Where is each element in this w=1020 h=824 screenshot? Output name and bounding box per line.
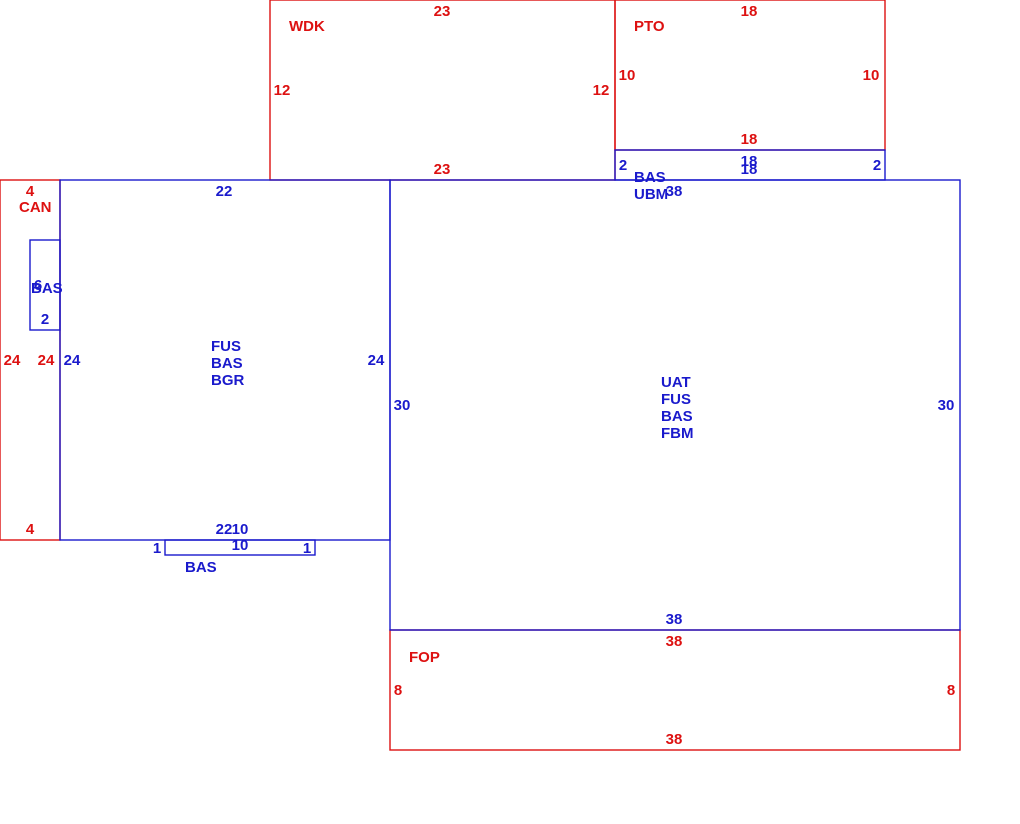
area-bas-bottom-dimension-label: 10 — [232, 521, 249, 538]
area-fbm-dimension-label: 38 — [666, 611, 683, 628]
area-wdk-dimension-label: 23 — [434, 161, 451, 178]
area-bas-small-code-label: BAS — [31, 280, 63, 297]
area-can-dimension-label: 4 — [26, 183, 35, 200]
area-bas-small-dimension-label: 6 — [34, 277, 42, 294]
area-can-dimension-label: 24 — [38, 352, 55, 369]
area-fop-dimension-label: 38 — [666, 731, 683, 748]
area-ubm-strip-dimension-label: 2 — [619, 157, 627, 174]
area-can-dimension-label: 24 — [4, 352, 21, 369]
area-bgr-code-label: BGR — [211, 372, 245, 389]
area-fop-dimension-label: 8 — [394, 682, 402, 699]
area-fbm-dimension-label: 30 — [938, 397, 955, 414]
area-wdk-dimension-label: 23 — [434, 3, 451, 20]
area-bgr-code-label: FUS — [211, 338, 241, 355]
area-bgr-dimension-label: 22 — [216, 183, 233, 200]
area-ubm-strip-dimension-label: 18 — [741, 153, 758, 170]
area-bas-bottom-outline — [164, 539, 316, 556]
area-bas-bottom-dimension-label: 10 — [232, 537, 249, 554]
area-wdk-code-label: WDK — [289, 18, 325, 35]
area-pto-dimension-label: 18 — [741, 131, 758, 148]
area-pto-dimension-label: 10 — [619, 67, 636, 84]
area-ubm-strip-dimension-label: 18 — [741, 161, 758, 178]
area-can-code-label: CAN — [19, 199, 52, 216]
area-bas-bottom-code-label: BAS — [185, 559, 217, 576]
area-bgr-dimension-label: 22 — [216, 521, 233, 538]
area-bas-bottom-dimension-label: 1 — [153, 540, 161, 557]
area-bgr-dimension-label: 24 — [368, 352, 385, 369]
area-wdk-dimension-label: 12 — [593, 82, 610, 99]
area-wdk-dimension-label: 12 — [274, 82, 291, 99]
area-bgr-dimension-label: 24 — [64, 352, 81, 369]
area-can-dimension-label: 4 — [26, 521, 35, 538]
area-bas-small-dimension-label: 2 — [41, 311, 49, 328]
area-fbm-code-label: UAT — [661, 374, 691, 391]
area-ubm-strip-dimension-label: 2 — [873, 157, 881, 174]
area-fop-dimension-label: 8 — [947, 682, 955, 699]
area-pto-dimension-label: 18 — [741, 3, 758, 20]
area-fbm-code-label: FUS — [661, 391, 691, 408]
area-pto-code-label: PTO — [634, 18, 665, 35]
area-fbm-code-label: BAS — [661, 408, 693, 425]
area-ubm-strip-dimension-label: 38 — [666, 183, 683, 200]
area-bas-bottom-dimension-label: 1 — [303, 540, 311, 557]
area-fop-code-label: FOP — [409, 649, 440, 666]
area-ubm-strip-code-label: UBM — [634, 186, 668, 203]
area-bgr-code-label: BAS — [211, 355, 243, 372]
area-fbm-outline — [389, 179, 961, 631]
area-fop-dimension-label: 38 — [666, 633, 683, 650]
area-fbm-code-label: FBM — [661, 425, 694, 442]
area-fbm-dimension-label: 30 — [394, 397, 411, 414]
area-pto-dimension-label: 10 — [863, 67, 880, 84]
area-ubm-strip-code-label: BAS — [634, 169, 666, 186]
